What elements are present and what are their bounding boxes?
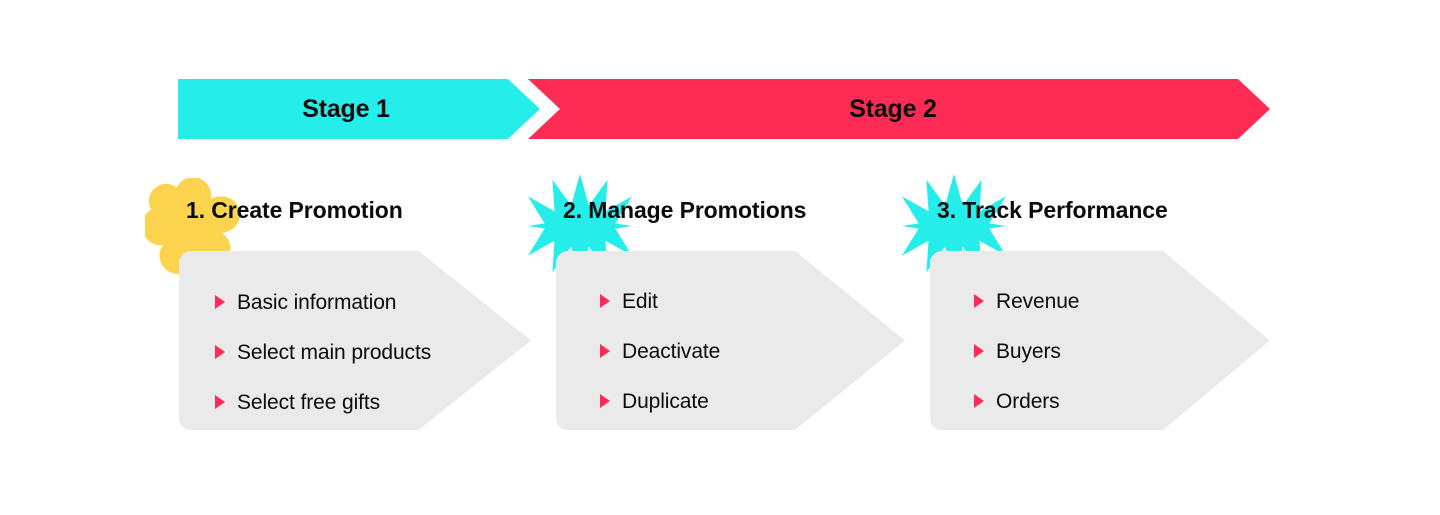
list-item-label: Select free gifts <box>237 390 381 414</box>
arrow-bullet-icon <box>974 394 984 408</box>
list-item-label: Select main products <box>237 340 432 364</box>
stage-banner-2: Stage 2 <box>528 79 1270 139</box>
arrow-bullet-icon <box>600 294 610 308</box>
arrow-bullet-icon <box>974 344 984 358</box>
list-item-label: Deactivate <box>622 339 721 363</box>
arrow-bullet-icon <box>974 294 984 308</box>
column-3-card: Revenue Buyers Orders <box>930 251 1270 430</box>
column-1-card: Basic information Select main products S… <box>179 251 531 430</box>
column-3-heading: 3. Track Performance <box>937 197 1168 223</box>
list-item: Deactivate <box>600 326 895 376</box>
list-item-label: Duplicate <box>622 389 709 413</box>
column-2-card: Edit Deactivate Duplicate <box>556 251 905 430</box>
list-item: Edit <box>600 276 895 326</box>
list-item: Buyers <box>974 326 1260 376</box>
column-1-list: Basic information Select main products S… <box>215 277 521 427</box>
column-3-list: Revenue Buyers Orders <box>974 276 1260 426</box>
list-item: Basic information <box>215 277 521 327</box>
stage-2-label: Stage 2 <box>849 94 937 123</box>
column-2-heading: 2. Manage Promotions <box>563 197 807 223</box>
list-item-label: Basic information <box>237 290 397 314</box>
stage-1-label: Stage 1 <box>302 94 390 123</box>
arrow-bullet-icon <box>215 395 225 409</box>
arrow-bullet-icon <box>600 394 610 408</box>
arrow-bullet-icon <box>600 344 610 358</box>
stage-banner-1: Stage 1 <box>178 79 540 139</box>
list-item: Select free gifts <box>215 377 521 427</box>
list-item-label: Orders <box>996 389 1060 413</box>
arrow-bullet-icon <box>215 345 225 359</box>
list-item: Select main products <box>215 327 521 377</box>
list-item-label: Buyers <box>996 339 1061 363</box>
list-item-label: Revenue <box>996 289 1080 313</box>
list-item: Duplicate <box>600 376 895 426</box>
list-item-label: Edit <box>622 289 658 313</box>
column-2-list: Edit Deactivate Duplicate <box>600 276 895 426</box>
column-1-heading: 1. Create Promotion <box>186 197 403 223</box>
arrow-bullet-icon <box>215 295 225 309</box>
list-item: Orders <box>974 376 1260 426</box>
list-item: Revenue <box>974 276 1260 326</box>
stage-banner-row: Stage 1 Stage 2 <box>0 79 1440 139</box>
